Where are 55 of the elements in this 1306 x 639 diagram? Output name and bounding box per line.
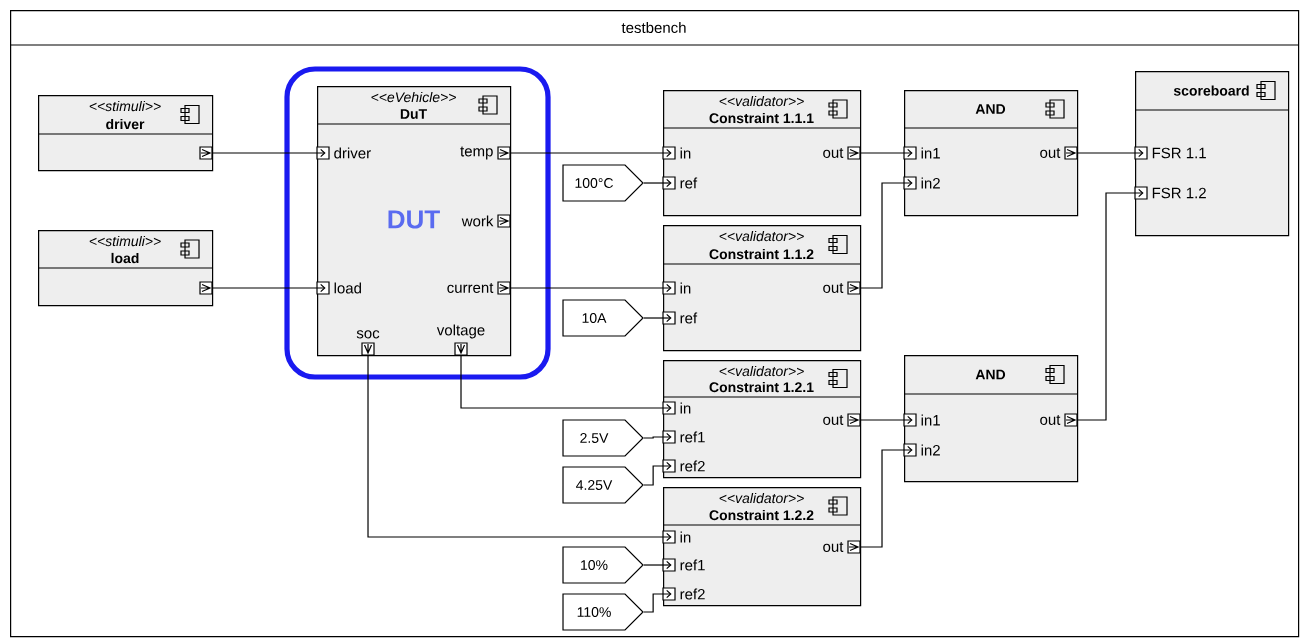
port: [199, 281, 213, 295]
port-label: voltage: [436, 324, 485, 339]
node-label: DuT: [400, 109, 427, 119]
port-label: ref2: [680, 588, 705, 600]
port-label: out: [1040, 148, 1061, 158]
connector: [860, 415, 913, 425]
port-label: in: [680, 531, 691, 543]
port-label: current: [447, 283, 494, 293]
port-label: FSR 1.1: [1152, 147, 1206, 159]
port-label: out: [823, 283, 844, 293]
port: [199, 146, 213, 160]
connector: [643, 313, 672, 323]
port-label: out: [823, 415, 844, 425]
connector: [510, 148, 672, 158]
port-label: in1: [921, 147, 940, 159]
connector: [643, 589, 672, 613]
connector: [460, 355, 672, 413]
connector: [212, 148, 326, 158]
node-label: DUT: [388, 210, 440, 229]
port-label: out: [1040, 415, 1061, 425]
connector: [860, 445, 913, 548]
port-label: driver: [334, 147, 371, 159]
port-label: temp: [460, 146, 493, 160]
connector: [860, 148, 913, 158]
port-label: in2: [921, 444, 940, 456]
connector: [643, 560, 672, 570]
port-label: soc: [356, 330, 380, 339]
connector: [643, 461, 672, 486]
node-label: <<eVehicle>>: [371, 91, 456, 103]
port-label: load: [334, 282, 361, 294]
port-label: out: [823, 542, 844, 552]
connector: [212, 283, 326, 293]
port-label: work: [461, 215, 494, 227]
port-label: in: [680, 402, 691, 414]
port-label: ref1: [680, 559, 705, 571]
port-label: FSR 1.2: [1152, 187, 1206, 199]
value-tag: 110%: [562, 593, 644, 631]
port-label: in: [680, 147, 691, 159]
connector: [643, 432, 672, 442]
connector: [860, 178, 913, 289]
port-label: ref2: [680, 460, 705, 472]
connector: [510, 283, 672, 293]
connector: [1077, 148, 1144, 158]
connector: [1077, 188, 1144, 421]
port-label: out: [823, 148, 844, 158]
component-box: <<stimuli>> driver: [37, 95, 214, 172]
connector: [367, 355, 672, 542]
port-label: ref: [680, 177, 698, 189]
port-label: ref1: [680, 431, 705, 443]
port-label: in1: [921, 414, 940, 426]
connector: [643, 178, 672, 188]
port-label: in2: [921, 177, 940, 189]
port-label: ref: [680, 312, 698, 324]
port-label: in: [680, 282, 691, 294]
component-box: <<stimuli>> load: [37, 230, 214, 307]
